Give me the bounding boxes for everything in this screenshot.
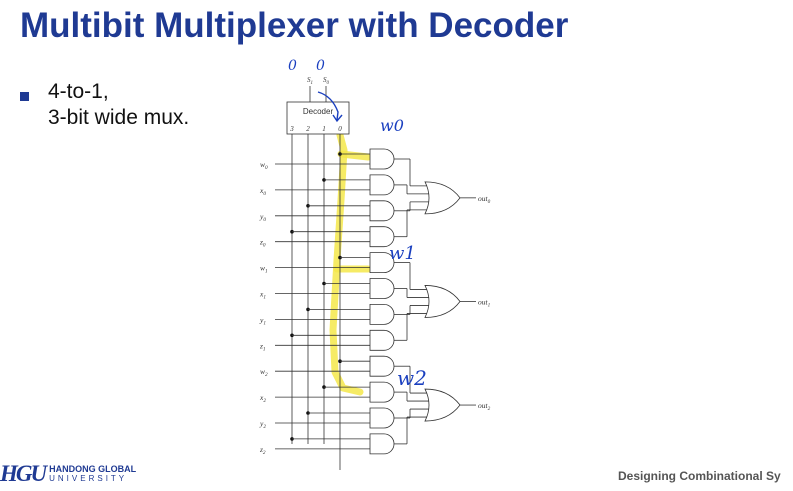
or-gate-2 bbox=[424, 388, 461, 422]
bullet-marker bbox=[20, 92, 29, 101]
handwritten-arrow bbox=[317, 91, 339, 121]
input-label-x2: x2 bbox=[259, 393, 266, 404]
handwritten-note-w0: w0 bbox=[380, 116, 404, 135]
output-label-out0: out0 bbox=[478, 194, 491, 205]
output-label-out1: out1 bbox=[478, 297, 491, 308]
and-gate-x0 bbox=[369, 174, 395, 196]
input-label-w0: w0 bbox=[260, 160, 268, 171]
or-gate-1 bbox=[424, 285, 461, 318]
and-gate-z2 bbox=[369, 433, 395, 455]
footer-text: Designing Combinational Sy bbox=[618, 469, 781, 483]
and-gate-w2 bbox=[369, 355, 395, 377]
input-label-w1: w1 bbox=[260, 264, 268, 275]
input-label-y2: y2 bbox=[259, 419, 266, 430]
logo-line-2: UNIVERSITY bbox=[49, 474, 128, 483]
university-logo: HGU HANDONG GLOBAL UNIVERSITY bbox=[0, 461, 137, 486]
handwritten-note-w1: w1 bbox=[389, 243, 416, 264]
decoder-output-label-2: 2 bbox=[306, 125, 310, 133]
decoder-output-label-1: 1 bbox=[322, 125, 326, 133]
and-gate-w1 bbox=[369, 252, 395, 273]
and-gate-y1 bbox=[369, 304, 395, 325]
input-label-x0: x0 bbox=[259, 186, 266, 197]
and-gate-w0 bbox=[369, 148, 395, 170]
select-label-1: S0 bbox=[323, 76, 330, 86]
input-label-y1: y1 bbox=[259, 315, 266, 326]
input-label-z1: z1 bbox=[259, 341, 266, 352]
input-label-w2: w2 bbox=[260, 367, 268, 378]
and-gate-z0 bbox=[369, 226, 395, 248]
decoder-label: Decoder bbox=[303, 107, 334, 116]
input-label-x1: x1 bbox=[259, 290, 266, 301]
or-gate-0 bbox=[424, 181, 461, 215]
bullet-line-1: 4-to-1, bbox=[48, 80, 109, 103]
highlight-w0-wire bbox=[337, 150, 372, 161]
slide-title: Multibit Multiplexer with Decoder bbox=[20, 6, 569, 45]
decoder-output-label-3: 3 bbox=[289, 125, 294, 133]
input-label-z2: z2 bbox=[259, 445, 266, 456]
logo-line-1: HANDONG GLOBAL bbox=[49, 464, 137, 474]
input-label-z0: z0 bbox=[259, 238, 266, 249]
handwritten-arrowhead bbox=[332, 114, 343, 123]
and-gate-z1 bbox=[369, 329, 395, 351]
decoder-output-label-0: 0 bbox=[338, 125, 342, 133]
output-label-out2: out2 bbox=[478, 401, 491, 412]
and-gate-y2 bbox=[369, 407, 395, 429]
handwritten-note-w2: w2 bbox=[397, 366, 427, 390]
handwritten-s0-value: 0 bbox=[316, 58, 325, 74]
and-gate-x1 bbox=[369, 278, 395, 299]
and-gate-y0 bbox=[369, 200, 395, 222]
input-label-y0: y0 bbox=[259, 212, 266, 223]
handwritten-s1-value: 0 bbox=[288, 58, 297, 74]
logo-mark: HGU bbox=[0, 461, 47, 486]
highlight-enable-path bbox=[329, 131, 364, 396]
and-gate-x2 bbox=[369, 381, 395, 403]
bullet-line-2: 3-bit wide mux. bbox=[48, 106, 190, 129]
select-label-0: S1 bbox=[307, 76, 313, 86]
